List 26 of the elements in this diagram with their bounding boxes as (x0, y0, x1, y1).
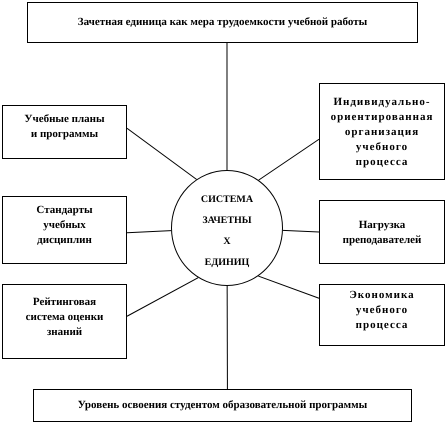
connector-line (258, 276, 320, 299)
connector-line (126, 277, 199, 317)
connector-line (282, 230, 320, 232)
connector-line (126, 230, 172, 234)
box-label: Нагрузка преподавателей (342, 218, 422, 248)
connector-line (226, 286, 228, 390)
concept-box (27, 2, 418, 43)
box-label: Зачетная единица как мера трудоемкости учебной работы (78, 15, 368, 30)
concept-box (319, 200, 445, 264)
box-label: Индивидуально-ориентированная организация учебного процесса (330, 95, 434, 170)
concept-box (319, 83, 445, 180)
box-label: Стандарты учебных дисциплин (35, 203, 94, 248)
concept-box (2, 105, 127, 159)
concept-box (319, 284, 445, 346)
circle-label: СИСТЕМА ЗАЧЕТНЫ Х ЕДИНИЦ (200, 192, 254, 270)
connector-line (126, 128, 197, 180)
box-label: Рейтинговая система оценки знаний (24, 295, 104, 340)
box-label: Учебные планы и программы (23, 112, 106, 142)
concept-box (33, 389, 412, 422)
connector-line (258, 138, 320, 181)
box-label: Уровень освоения студентом образовательной программы (78, 398, 368, 413)
box-label: Экономика учебного процесса (348, 288, 416, 333)
concept-box (2, 196, 127, 264)
concept-box (2, 284, 127, 359)
central-circle (171, 170, 283, 286)
connector-line (226, 42, 228, 170)
